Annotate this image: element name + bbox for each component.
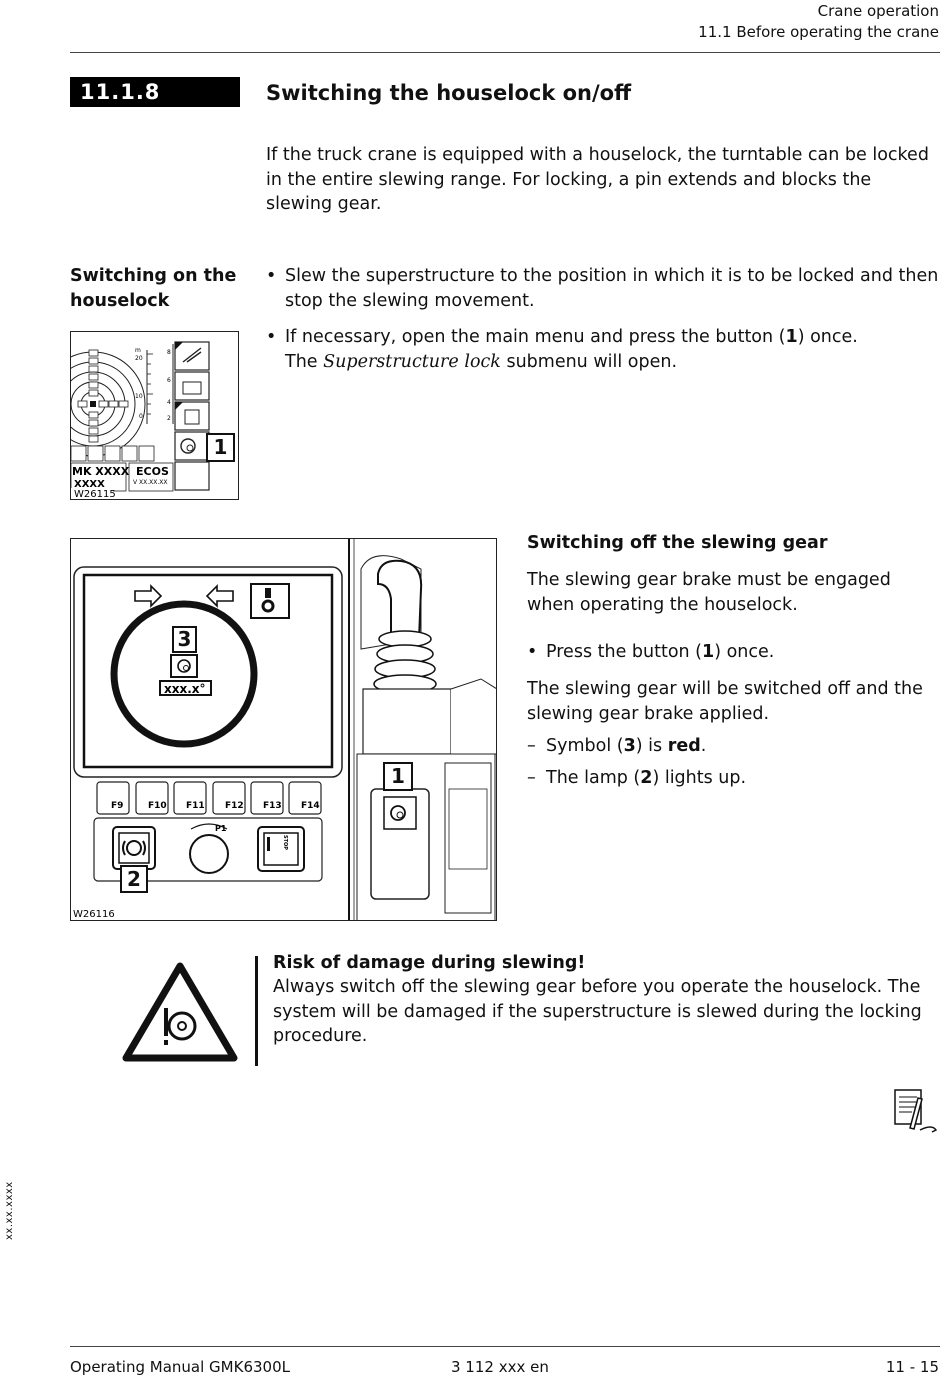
dash-after: . <box>700 736 707 756</box>
scale-10: 10 <box>135 393 143 400</box>
scale-0: 0 <box>139 413 143 420</box>
fkey-f13: F13 <box>263 801 282 811</box>
header-rule <box>70 52 940 53</box>
fkey-f9: F9 <box>111 801 123 811</box>
rscale-4: 4 <box>167 399 171 406</box>
dash-after: ) lights up. <box>652 768 747 788</box>
dash-before: Symbol ( <box>546 736 624 756</box>
rscale-6: 6 <box>167 377 171 384</box>
figure-control-panel: xxx.x° F9 F10 F11 F12 F13 F14 P1 STOP <box>70 538 497 921</box>
rscale-8: 8 <box>167 349 171 356</box>
switch-on-bullet-1: • Slew the superstructure to the positio… <box>266 264 946 313</box>
header-section: 11.1 Before operating the crane <box>698 23 939 41</box>
ref-number: 1 <box>785 327 798 347</box>
slewing-off-bullet: • Press the button (1) once. <box>527 640 942 665</box>
figure2-callout-2: 2 <box>120 865 148 893</box>
bullet-text: Slew the superstructure to the position … <box>285 266 939 311</box>
bullet-before: Press the button ( <box>546 642 703 662</box>
footer-rule <box>70 1346 940 1347</box>
bullet-dot: • <box>527 642 538 662</box>
ecos-label: ECOS <box>136 465 169 478</box>
fkey-f12: F12 <box>225 801 244 811</box>
footer-page-number: 11 - 15 <box>885 1358 939 1376</box>
figure1-code: W26115 <box>74 489 116 500</box>
figure2-code: W26116 <box>73 909 115 920</box>
warning-bar <box>255 956 258 1066</box>
warning-triangle-icon <box>120 960 240 1064</box>
section-title: Switching the houselock on/off <box>266 81 632 105</box>
figure2-callout-3: 3 <box>172 626 197 653</box>
footer-doc-number: 3 112 xxx en <box>451 1358 549 1376</box>
bullet-dot: • <box>266 266 277 286</box>
figure2-callout-1: 1 <box>383 762 413 791</box>
side-code: xx.xx.xxxx <box>4 1181 15 1240</box>
dash-marker: – <box>527 768 536 788</box>
submenu-name: Superstructure lock <box>323 351 501 372</box>
scale-unit: m <box>135 347 141 354</box>
slewing-off-heading: Switching off the slewing gear <box>527 533 828 553</box>
bullet-after: ) once. <box>714 642 775 662</box>
switch-on-heading: Switching on the houselock <box>70 266 237 311</box>
angle-readout: xxx.x° <box>164 682 206 696</box>
stop-label: STOP <box>282 835 288 850</box>
header-chapter: Crane operation <box>817 2 939 20</box>
warning-title: Risk of damage during slewing! <box>273 953 586 973</box>
bullet-text-after: ) once. <box>797 327 858 347</box>
control-panel-drawing: xxx.x° F9 F10 F11 F12 F13 F14 P1 STOP <box>73 539 496 920</box>
footer-manual: Operating Manual GMK6300L <box>70 1358 290 1376</box>
dash-before: The lamp ( <box>546 768 641 788</box>
warning-text: Always switch off the slewing gear befor… <box>273 977 922 1046</box>
document-continue-icon <box>892 1088 940 1136</box>
ref-number: 3 <box>623 736 636 756</box>
intro-paragraph: If the truck crane is equipped with a ho… <box>266 145 929 214</box>
slewing-off-result: The slewing gear will be switched off an… <box>527 679 923 724</box>
fkey-f14: F14 <box>301 801 320 811</box>
bullet-line2-after: submenu will open. <box>500 351 678 372</box>
figure1-callout: 1 <box>206 433 235 462</box>
knob-label: P1 <box>215 824 227 833</box>
slewing-off-dash-1: – Symbol (3) is red. <box>527 734 942 759</box>
bullet-text: If necessary, open the main menu and pre… <box>285 327 786 347</box>
model-label-2: XXXX <box>74 479 105 490</box>
scale-20: 20 <box>135 355 143 362</box>
slewing-off-dash-2: – The lamp (2) lights up. <box>527 766 942 791</box>
ref-number: 2 <box>640 768 653 788</box>
dash-mid: ) is <box>635 736 668 756</box>
bullet-line2-before: The <box>285 351 324 372</box>
fkey-f10: F10 <box>148 801 167 811</box>
model-label: MK XXXX <box>72 465 130 478</box>
dash-marker: – <box>527 736 536 756</box>
switch-on-bullet-2: • If necessary, open the main menu and p… <box>266 325 946 374</box>
fkey-f11: F11 <box>186 801 205 811</box>
rscale-2: 2 <box>167 415 171 422</box>
version-label: V XX.XX.XX <box>133 479 168 486</box>
status-red: red <box>667 736 701 756</box>
bullet-dot: • <box>266 327 277 347</box>
display-menu-drawing: m 20 10 0 8 6 4 2 MK X <box>71 341 210 500</box>
figure-display-menu: m 20 10 0 8 6 4 2 MK X <box>70 331 239 500</box>
slewing-off-paragraph: The slewing gear brake must be engaged w… <box>527 570 891 615</box>
section-number: 11.1.8 <box>70 77 240 107</box>
ref-number: 1 <box>702 642 715 662</box>
